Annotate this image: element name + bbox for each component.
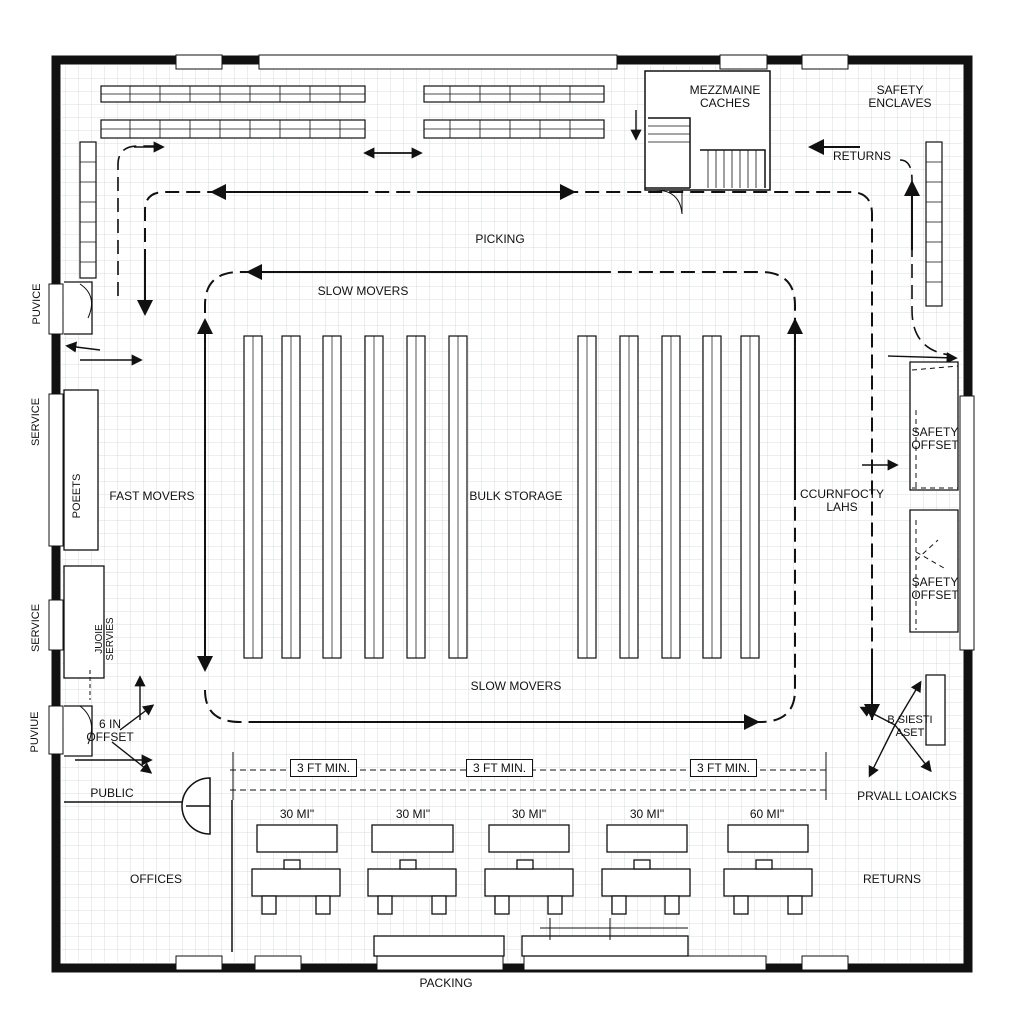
side-label-servies: JUOIE SERVIES	[94, 617, 116, 661]
bulk-rack-center-lines	[252, 336, 751, 658]
returns-bottom-label: RETURNS	[862, 872, 921, 886]
prvall-loaicks-label: PRVALL LOAICKS	[857, 789, 957, 803]
safety-offset-1-label: SAFETY OFFSET	[911, 425, 959, 452]
top-shelving-dividers	[101, 86, 604, 138]
safety-enclaves-label: SAFETY ENCLAVES	[868, 83, 932, 110]
direction-arrows	[65, 110, 958, 778]
returns-top-label: RETURNS	[832, 149, 891, 163]
wall-openings	[48, 54, 975, 971]
clearance-line	[230, 752, 828, 800]
clearance-min-2: 3 FT MIN.	[466, 759, 534, 777]
public-label: PUBLIC	[90, 786, 134, 800]
clearance-min-3: 3 FT MIN.	[690, 759, 758, 777]
dock-label-2: 30 MI"	[395, 807, 431, 821]
side-label-poeets: POEETS	[71, 473, 83, 519]
offices-room	[64, 777, 233, 952]
slow-movers-top-label: SLOW MOVERS	[317, 284, 409, 298]
side-label-puvice: PUVICE	[31, 283, 43, 325]
clearance-min-1: 3 FT MIN.	[290, 759, 358, 777]
safety-offset-2-label: SAFETY OFFSET	[911, 575, 959, 602]
offset-left-label: 6 IN OFFSET	[86, 717, 134, 744]
right-enclosure-details	[911, 365, 959, 630]
bulk-storage-label: BULK STORAGE	[469, 489, 563, 503]
left-door-swings	[79, 283, 93, 745]
side-label-service-2: SERVICE	[30, 603, 42, 653]
picking-label: PICKING	[475, 232, 525, 246]
mezzanine-stairs	[644, 70, 771, 215]
packing-counter	[373, 918, 689, 957]
side-racks	[79, 141, 943, 307]
side-label-service-1: SERVICE	[30, 397, 42, 447]
slow-movers-bottom-label: SLOW MOVERS	[470, 679, 562, 693]
dock-label-4: 30 MI"	[629, 807, 665, 821]
side-rack-dividers	[80, 161, 942, 283]
dock-label-3: 30 MI"	[511, 807, 547, 821]
right-enclosures	[909, 361, 959, 746]
offset-right-label: B SIESTI ASET	[887, 714, 933, 739]
mezzanine-label: MEZZMAINE CACHES	[689, 83, 761, 110]
floor-grid	[62, 66, 962, 962]
corridor-lanes-label: CCURNFOCTY LAHS	[800, 487, 884, 514]
left-rooms	[63, 281, 105, 757]
dock-label-1: 30 MI"	[279, 807, 315, 821]
side-label-puviue: PUVIUE	[29, 711, 41, 753]
flow-paths	[117, 145, 951, 723]
dock-station-legs	[261, 859, 803, 915]
packing-label: PACKING	[419, 976, 473, 990]
dock-label-5: 60 MI"	[749, 807, 785, 821]
fast-movers-label: FAST MOVERS	[109, 489, 195, 503]
offices-label: OFFICES	[129, 872, 182, 886]
